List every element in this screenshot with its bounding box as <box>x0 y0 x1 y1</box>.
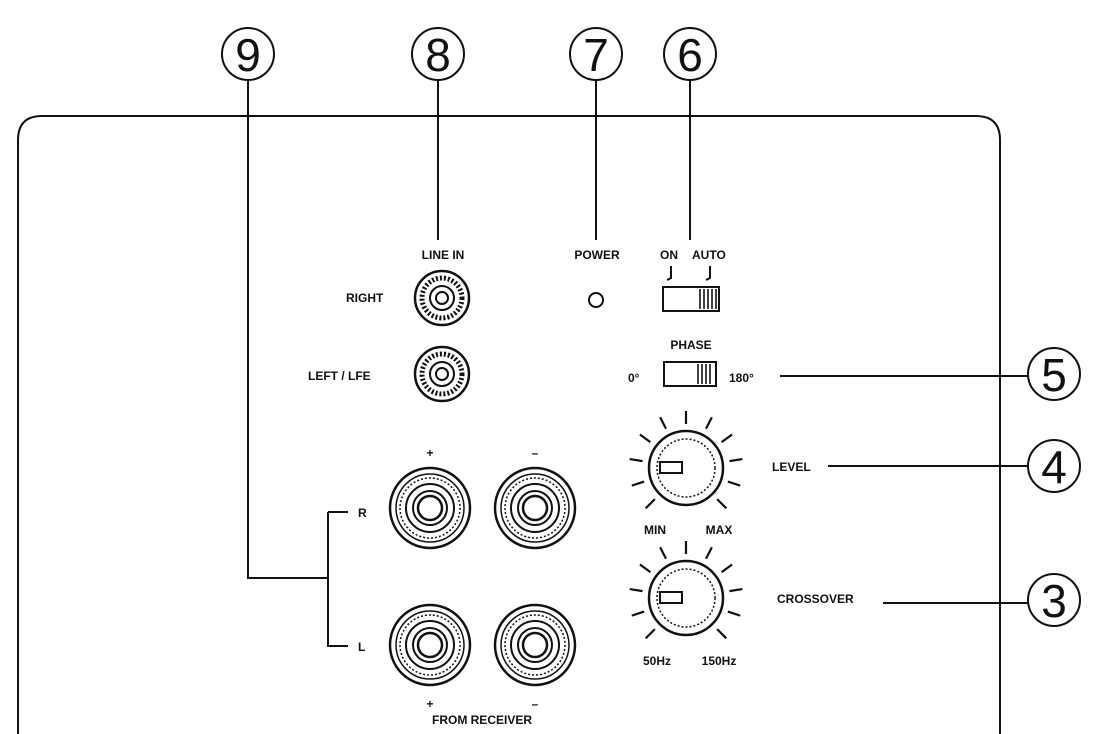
knob-tick <box>631 610 645 617</box>
crossover-max-label: 150Hz <box>702 654 737 668</box>
level-knob-pointer <box>659 461 683 474</box>
power-switch-slider[interactable] <box>699 289 717 309</box>
knob-tick <box>720 563 733 574</box>
callout-6: 6 <box>663 27 717 81</box>
line-in-left-label: LEFT / LFE <box>308 369 371 383</box>
knob-tick <box>659 546 668 560</box>
knob-tick <box>639 563 652 574</box>
callout-4: 4 <box>1027 439 1081 493</box>
crossover-knob-pointer <box>659 591 683 604</box>
knob-tick <box>659 416 668 430</box>
knob-tick <box>720 433 733 444</box>
panel-outline <box>17 115 1001 734</box>
speaker-plus-bottom-label: + <box>426 697 433 711</box>
binding-post-r-plus[interactable] <box>388 466 472 550</box>
phase-0-label: 0° <box>628 371 640 385</box>
knob-tick <box>644 628 656 640</box>
crossover-knob[interactable] <box>647 559 725 637</box>
line-in-right-label: RIGHT <box>346 291 384 305</box>
power-label: POWER <box>574 248 620 262</box>
rca-jack-right <box>413 269 471 327</box>
speaker-l-label: L <box>358 640 365 654</box>
line-in-title: LINE IN <box>422 248 465 262</box>
knob-tick <box>704 416 713 430</box>
phase-switch-slider[interactable] <box>697 364 711 384</box>
callout-5: 5 <box>1027 347 1081 401</box>
binding-post-l-minus[interactable] <box>493 603 577 687</box>
knob-tick <box>631 480 645 487</box>
speaker-r-label: R <box>358 506 367 520</box>
speaker-minus-bottom-label: – <box>532 697 539 711</box>
callout-9-leader <box>247 80 348 647</box>
knob-tick <box>644 498 656 510</box>
knob-tick <box>629 457 643 463</box>
level-knob-ticks <box>629 411 743 510</box>
level-title: LEVEL <box>772 460 811 474</box>
callout-3: 3 <box>1027 573 1081 627</box>
phase-switch[interactable] <box>663 361 717 387</box>
speaker-plus-top-label: + <box>426 446 433 460</box>
callout-7-number: 7 <box>583 29 609 81</box>
callout-4-number: 4 <box>1041 441 1067 493</box>
knob-tick <box>629 587 643 593</box>
rca-jack-left-lfe <box>413 345 471 403</box>
from-receiver-label: FROM RECEIVER <box>432 713 532 727</box>
knob-tick <box>716 498 728 510</box>
knob-tick <box>729 457 743 463</box>
knob-tick <box>729 587 743 593</box>
callout-9-number: 9 <box>235 29 261 81</box>
knob-tick <box>704 546 713 560</box>
power-switch[interactable] <box>662 286 720 312</box>
power-led <box>588 292 604 308</box>
power-switch-ticks <box>666 266 711 281</box>
phase-title: PHASE <box>670 338 711 352</box>
crossover-min-label: 50Hz <box>643 654 671 668</box>
power-switch-on-label: ON <box>660 248 678 262</box>
knob-tick <box>639 433 652 444</box>
binding-post-r-minus[interactable] <box>493 466 577 550</box>
knob-tick <box>727 480 741 487</box>
level-knob[interactable] <box>647 429 725 507</box>
level-min-label: MIN <box>644 523 666 537</box>
callout-8-number: 8 <box>425 29 451 81</box>
speaker-minus-top-label: – <box>532 446 539 460</box>
callout-9: 9 <box>221 27 275 81</box>
callout-3-number: 3 <box>1041 575 1067 627</box>
callout-5-number: 5 <box>1041 349 1067 401</box>
knob-tick <box>716 628 728 640</box>
knob-tick <box>727 610 741 617</box>
binding-post-l-plus[interactable] <box>388 603 472 687</box>
crossover-title: CROSSOVER <box>777 592 854 606</box>
power-switch-auto-label: AUTO <box>692 248 726 262</box>
callout-8: 8 <box>411 27 465 81</box>
phase-180-label: 180° <box>729 371 754 385</box>
level-max-label: MAX <box>706 523 733 537</box>
callout-7: 7 <box>569 27 623 81</box>
callout-6-number: 6 <box>677 29 703 81</box>
crossover-knob-ticks <box>629 541 743 640</box>
